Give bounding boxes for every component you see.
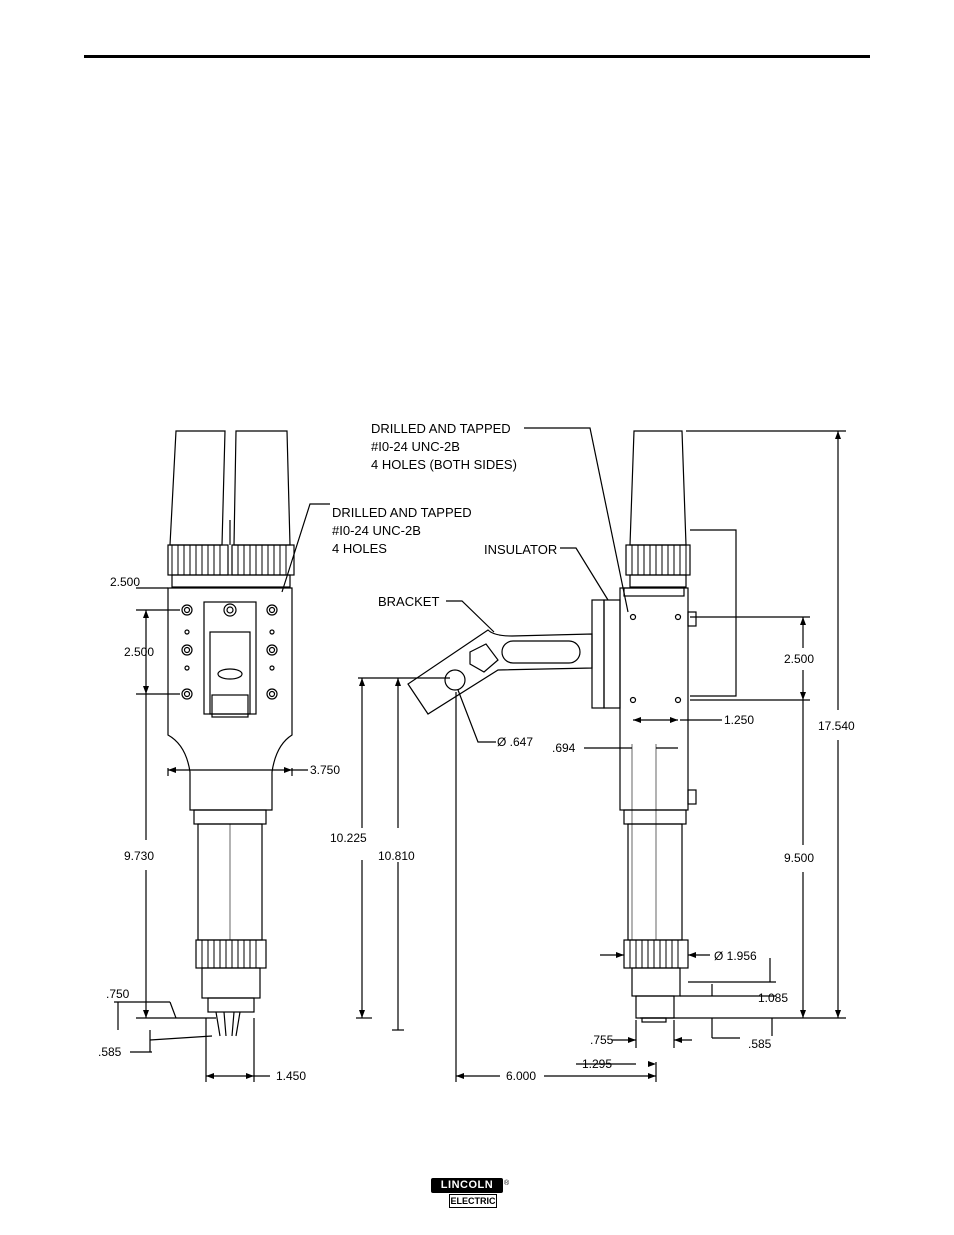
side-view (356, 428, 846, 1082)
dim-10225: 10.225 (330, 831, 367, 845)
dim-9730: 9.730 (124, 849, 154, 863)
side-tap-note-line3: 4 HOLES (BOTH SIDES) (371, 457, 517, 472)
registered-mark-icon: ® (504, 1180, 509, 1187)
side-tap-note-line2: #I0-24 UNC-2B (371, 439, 460, 454)
insulator-label: INSULATOR (484, 542, 557, 557)
side-tap-note-line1: DRILLED AND TAPPED (371, 421, 511, 436)
dim-750: .750 (106, 987, 130, 1001)
dim-9500: 9.500 (784, 851, 814, 865)
dim-10810: 10.810 (378, 849, 415, 863)
lincoln-electric-logo: LINCOLN ELECTRIC ® (431, 1178, 509, 1210)
logo-bottom-text: ELECTRIC (449, 1194, 497, 1208)
dim-585-right: .585 (748, 1037, 772, 1051)
dim-1956: Ø 1.956 (714, 949, 757, 963)
dim-3750: 3.750 (310, 763, 340, 777)
dim-17540: 17.540 (818, 719, 855, 733)
dim-2500-top: 2.500 (110, 575, 140, 589)
dim-1295: 1.295 (582, 1057, 612, 1071)
front-view (114, 431, 330, 1082)
front-tap-note-line2: #I0-24 UNC-2B (332, 523, 421, 538)
dim-1450: 1.450 (276, 1069, 306, 1083)
dim-694: .694 (552, 741, 576, 755)
bracket-label: BRACKET (378, 594, 439, 609)
dim-647: Ø .647 (497, 735, 533, 749)
dim-1250: 1.250 (724, 713, 754, 727)
front-tap-note-line1: DRILLED AND TAPPED (332, 505, 472, 520)
dim-585-left: .585 (98, 1045, 122, 1059)
logo-top-text: LINCOLN (431, 1178, 503, 1193)
front-tap-note-line3: 4 HOLES (332, 541, 387, 556)
dim-6000: 6.000 (506, 1069, 536, 1083)
dim-755: .755 (590, 1033, 614, 1047)
dim-2500-left: 2.500 (124, 645, 154, 659)
dim-1085: 1.085 (758, 991, 788, 1005)
dim-2500-right: 2.500 (784, 652, 814, 666)
